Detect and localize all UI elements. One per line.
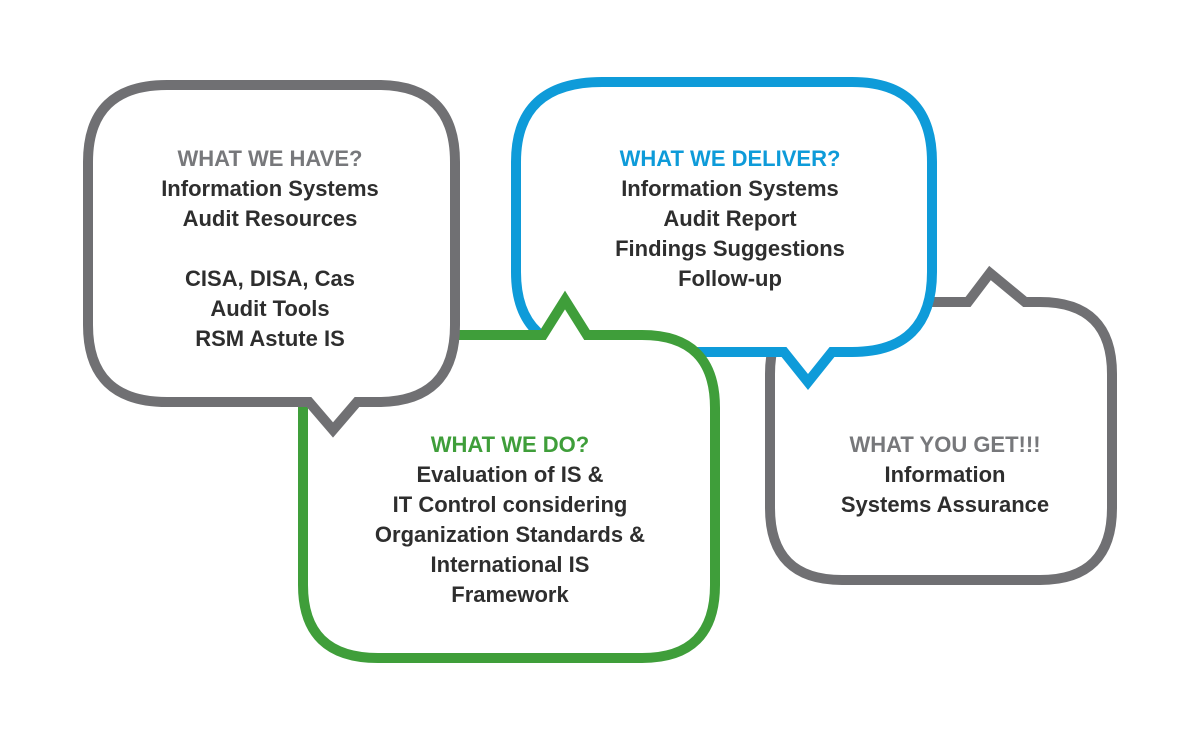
blank-line-spacer xyxy=(100,234,440,264)
what-you-get-content: WHAT YOU GET!!! Information Systems Assu… xyxy=(790,430,1100,520)
what-we-deliver-line: Audit Report xyxy=(663,206,797,231)
what-we-do-line: International IS xyxy=(430,552,590,577)
what-we-have-line: Audit Resources xyxy=(182,206,358,231)
what-we-deliver-content: WHAT WE DELIVER? Information Systems Aud… xyxy=(540,144,920,294)
what-we-do-line: Organization Standards & xyxy=(374,522,646,547)
what-we-have-line: CISA, DISA, Cas xyxy=(185,266,355,291)
what-we-have-content: WHAT WE HAVE? Information Systems Audit … xyxy=(100,144,440,354)
what-we-have-line: Audit Tools xyxy=(210,296,330,321)
what-we-deliver-heading: WHAT WE DELIVER? xyxy=(619,146,841,171)
bubble-what-we-deliver xyxy=(511,77,937,391)
what-we-do-heading: WHAT WE DO? xyxy=(430,432,590,457)
what-we-do-line: Evaluation of IS & xyxy=(416,462,604,487)
what-we-do-line: Framework xyxy=(451,582,569,607)
what-you-get-heading: WHAT YOU GET!!! xyxy=(849,432,1041,457)
what-we-have-line: RSM Astute IS xyxy=(195,326,345,351)
what-we-do-line: IT Control considering xyxy=(392,492,628,517)
what-we-deliver-line: Information Systems xyxy=(621,176,839,201)
what-we-deliver-line: Follow-up xyxy=(678,266,782,291)
what-you-get-line: Information xyxy=(884,462,1006,487)
what-we-do-content: WHAT WE DO? Evaluation of IS & IT Contro… xyxy=(320,430,700,610)
what-we-have-heading: WHAT WE HAVE? xyxy=(177,146,363,171)
bubble-what-we-have xyxy=(83,80,460,438)
what-we-deliver-line: Findings Suggestions xyxy=(615,236,845,261)
what-we-have-line: Information Systems xyxy=(161,176,379,201)
what-you-get-line: Systems Assurance xyxy=(840,492,1050,517)
